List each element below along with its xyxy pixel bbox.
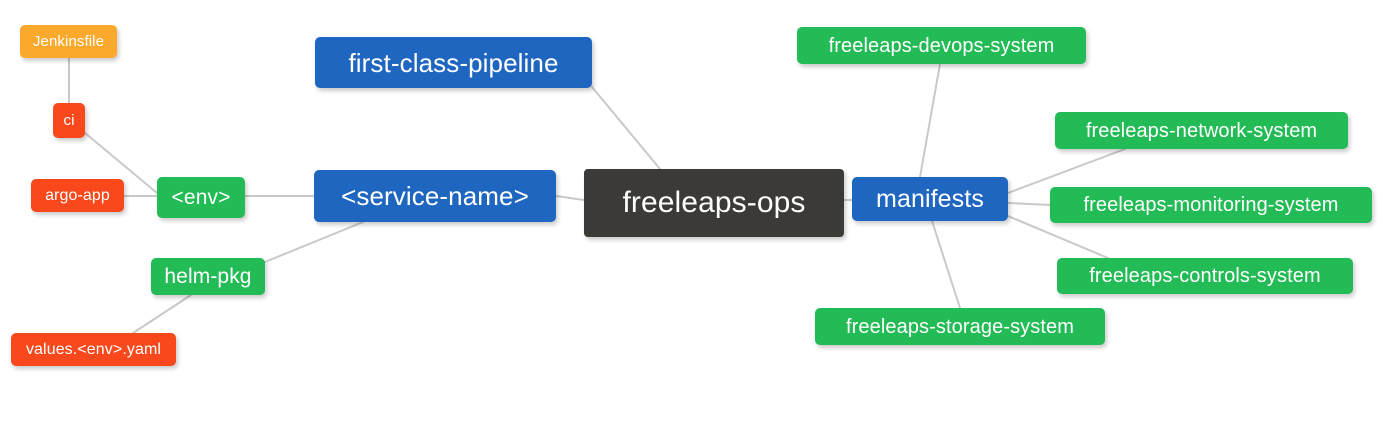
node-freeleaps-devops-system[interactable]: freeleaps-devops-system xyxy=(797,27,1086,64)
node-first-class-pipeline[interactable]: first-class-pipeline xyxy=(315,37,592,88)
node-freeleaps-ops[interactable]: freeleaps-ops xyxy=(584,169,844,237)
node-freeleaps-network-system[interactable]: freeleaps-network-system xyxy=(1055,112,1348,149)
node-freeleaps-monitoring-system[interactable]: freeleaps-monitoring-system xyxy=(1050,187,1372,223)
node-ci[interactable]: ci xyxy=(53,103,85,138)
node-helm-pkg[interactable]: helm-pkg xyxy=(151,258,265,295)
edge-manifests-to-freeleaps-devops-system xyxy=(919,63,941,178)
node-env[interactable]: <env> xyxy=(157,177,245,218)
edge-helm-pkg-to-values-env-yaml xyxy=(132,294,192,334)
edge-manifests-to-freeleaps-storage-system xyxy=(931,220,961,309)
node-argo-app[interactable]: argo-app xyxy=(31,179,124,212)
node-values-env-yaml[interactable]: values.<env>.yaml xyxy=(11,333,176,366)
edge-manifests-to-freeleaps-monitoring-system xyxy=(1007,202,1051,206)
node-freeleaps-controls-system[interactable]: freeleaps-controls-system xyxy=(1057,258,1353,294)
edge-first-class-pipeline-to-freeleaps-ops xyxy=(591,86,661,170)
edge-service-name-to-freeleaps-ops xyxy=(555,195,585,201)
node-jenkinsfile[interactable]: Jenkinsfile xyxy=(20,25,117,58)
node-freeleaps-storage-system[interactable]: freeleaps-storage-system xyxy=(815,308,1105,345)
node-manifests[interactable]: manifests xyxy=(852,177,1008,221)
node-service-name[interactable]: <service-name> xyxy=(314,170,556,222)
edge-service-name-to-helm-pkg xyxy=(264,221,364,263)
